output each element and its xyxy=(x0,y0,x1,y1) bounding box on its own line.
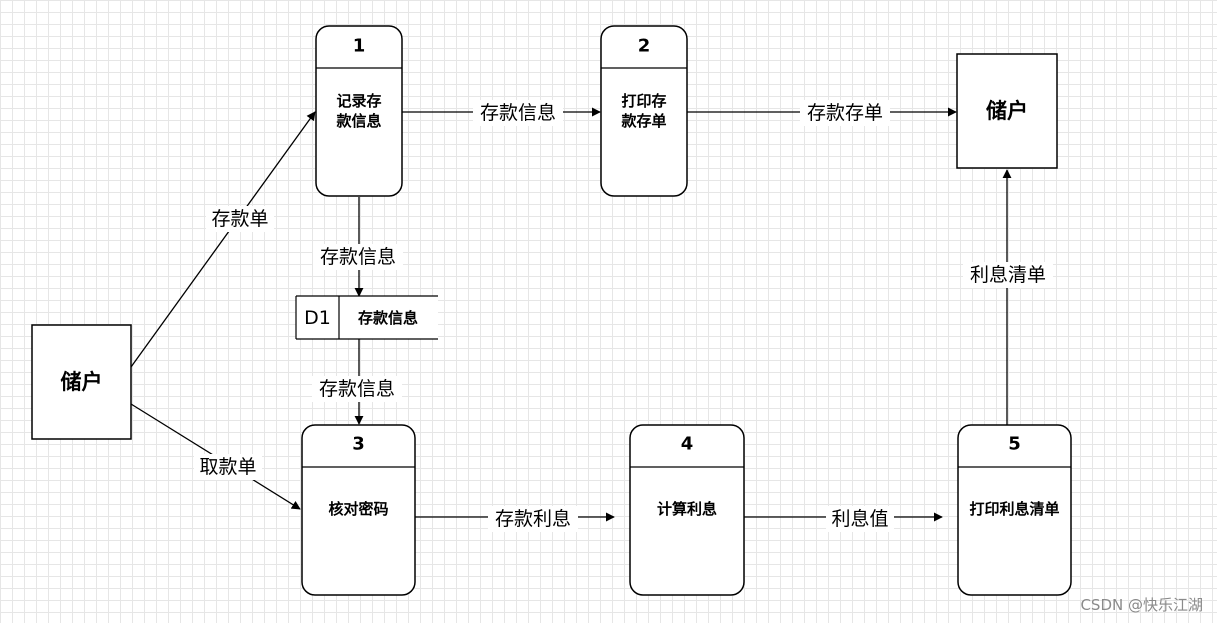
svg-text:存款利息: 存款利息 xyxy=(495,508,571,530)
svg-text:利息值: 利息值 xyxy=(831,508,888,530)
external-entity-customer-left: 储户 xyxy=(31,324,132,440)
flow-label-deposit-receipt: 存款存单 xyxy=(800,100,890,126)
process-number: 2 xyxy=(638,36,651,57)
process-4: 4 计算利息 xyxy=(629,424,745,596)
process-number: 3 xyxy=(352,434,365,455)
process-2: 2 打印存 款存单 xyxy=(600,25,688,197)
svg-text:取款单: 取款单 xyxy=(199,456,256,478)
process-number: 1 xyxy=(353,36,366,57)
flow-label-deposit-info-1-d1: 存款信息 xyxy=(313,244,403,270)
process-label: 款存单 xyxy=(621,112,666,130)
svg-text:存款存单: 存款存单 xyxy=(807,102,883,124)
external-entity-customer-right: 储户 xyxy=(956,53,1058,169)
flow-label-deposit-slip: 存款单 xyxy=(206,206,274,232)
data-store-name: 存款信息 xyxy=(358,309,418,327)
process-label: 记录存 xyxy=(336,92,381,110)
process-label: 核对密码 xyxy=(328,500,388,518)
process-label: 打印存 xyxy=(621,92,666,110)
svg-text:储户: 储户 xyxy=(986,99,1028,123)
process-5: 5 打印利息清单 xyxy=(957,424,1072,596)
svg-text:存款信息: 存款信息 xyxy=(480,102,556,124)
process-label: 计算利息 xyxy=(657,500,717,518)
svg-text:存款信息: 存款信息 xyxy=(320,246,396,268)
flow-label-interest-value: 利息值 xyxy=(826,506,894,532)
flow-label-deposit-info-1-2: 存款信息 xyxy=(473,100,563,126)
data-store-d1: D1 存款信息 xyxy=(295,295,438,340)
flow-deposit-slip xyxy=(130,111,316,368)
flow-label-withdraw-slip: 取款单 xyxy=(194,454,262,480)
flow-label-interest-list: 利息清单 xyxy=(963,262,1053,288)
process-number: 5 xyxy=(1008,434,1021,455)
data-store-id: D1 xyxy=(304,307,331,329)
process-label: 打印利息清单 xyxy=(969,500,1059,518)
flow-label-deposit-interest: 存款利息 xyxy=(488,506,578,532)
flow-label-deposit-info-d1-3: 存款信息 xyxy=(312,376,402,402)
process-3: 3 核对密码 xyxy=(301,424,416,596)
process-1: 1 记录存 款信息 xyxy=(315,25,403,197)
svg-text:利息清单: 利息清单 xyxy=(970,264,1046,286)
process-number: 4 xyxy=(681,434,694,455)
svg-text:存款信息: 存款信息 xyxy=(319,378,395,400)
svg-text:储户: 储户 xyxy=(61,370,103,394)
watermark: CSDN @快乐江湖 xyxy=(1080,596,1203,614)
svg-text:存款单: 存款单 xyxy=(211,208,268,230)
process-label: 款信息 xyxy=(336,112,381,130)
